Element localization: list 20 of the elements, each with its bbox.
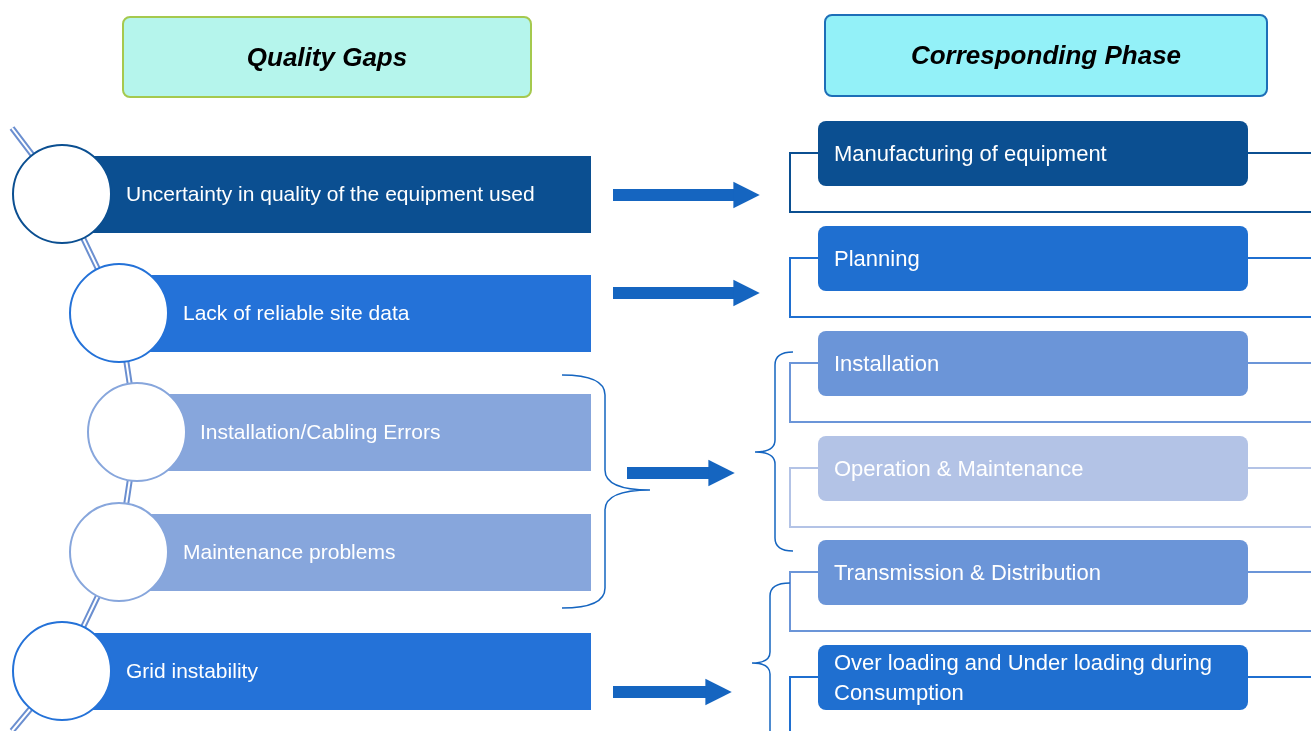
header-box: Corresponding Phase (824, 14, 1268, 97)
block-arrow (613, 678, 732, 706)
phase-box: Planning (818, 226, 1248, 291)
block-arrow (613, 279, 760, 307)
phase-box: Installation (818, 331, 1248, 396)
gap-label: Maintenance problems (183, 539, 396, 565)
gap-label: Uncertainty in quality of the equipment used (126, 181, 535, 207)
block-arrow (627, 459, 735, 487)
phase-box: Manufacturing of equipment (818, 121, 1248, 186)
phase-box: Over loading and Under loading during Consumption (818, 645, 1248, 710)
curly-brace (560, 374, 652, 610)
gap-label: Installation/Cabling Errors (200, 419, 441, 445)
curly-brace (753, 351, 795, 553)
header-box: Quality Gaps (122, 16, 532, 98)
gap-label: Grid instability (126, 658, 258, 684)
phase-box: Operation & Maintenance (818, 436, 1248, 501)
phase-box: Transmission & Distribution (818, 540, 1248, 605)
curly-brace (750, 582, 792, 731)
block-arrow (613, 181, 760, 209)
gap-label: Lack of reliable site data (183, 300, 410, 326)
